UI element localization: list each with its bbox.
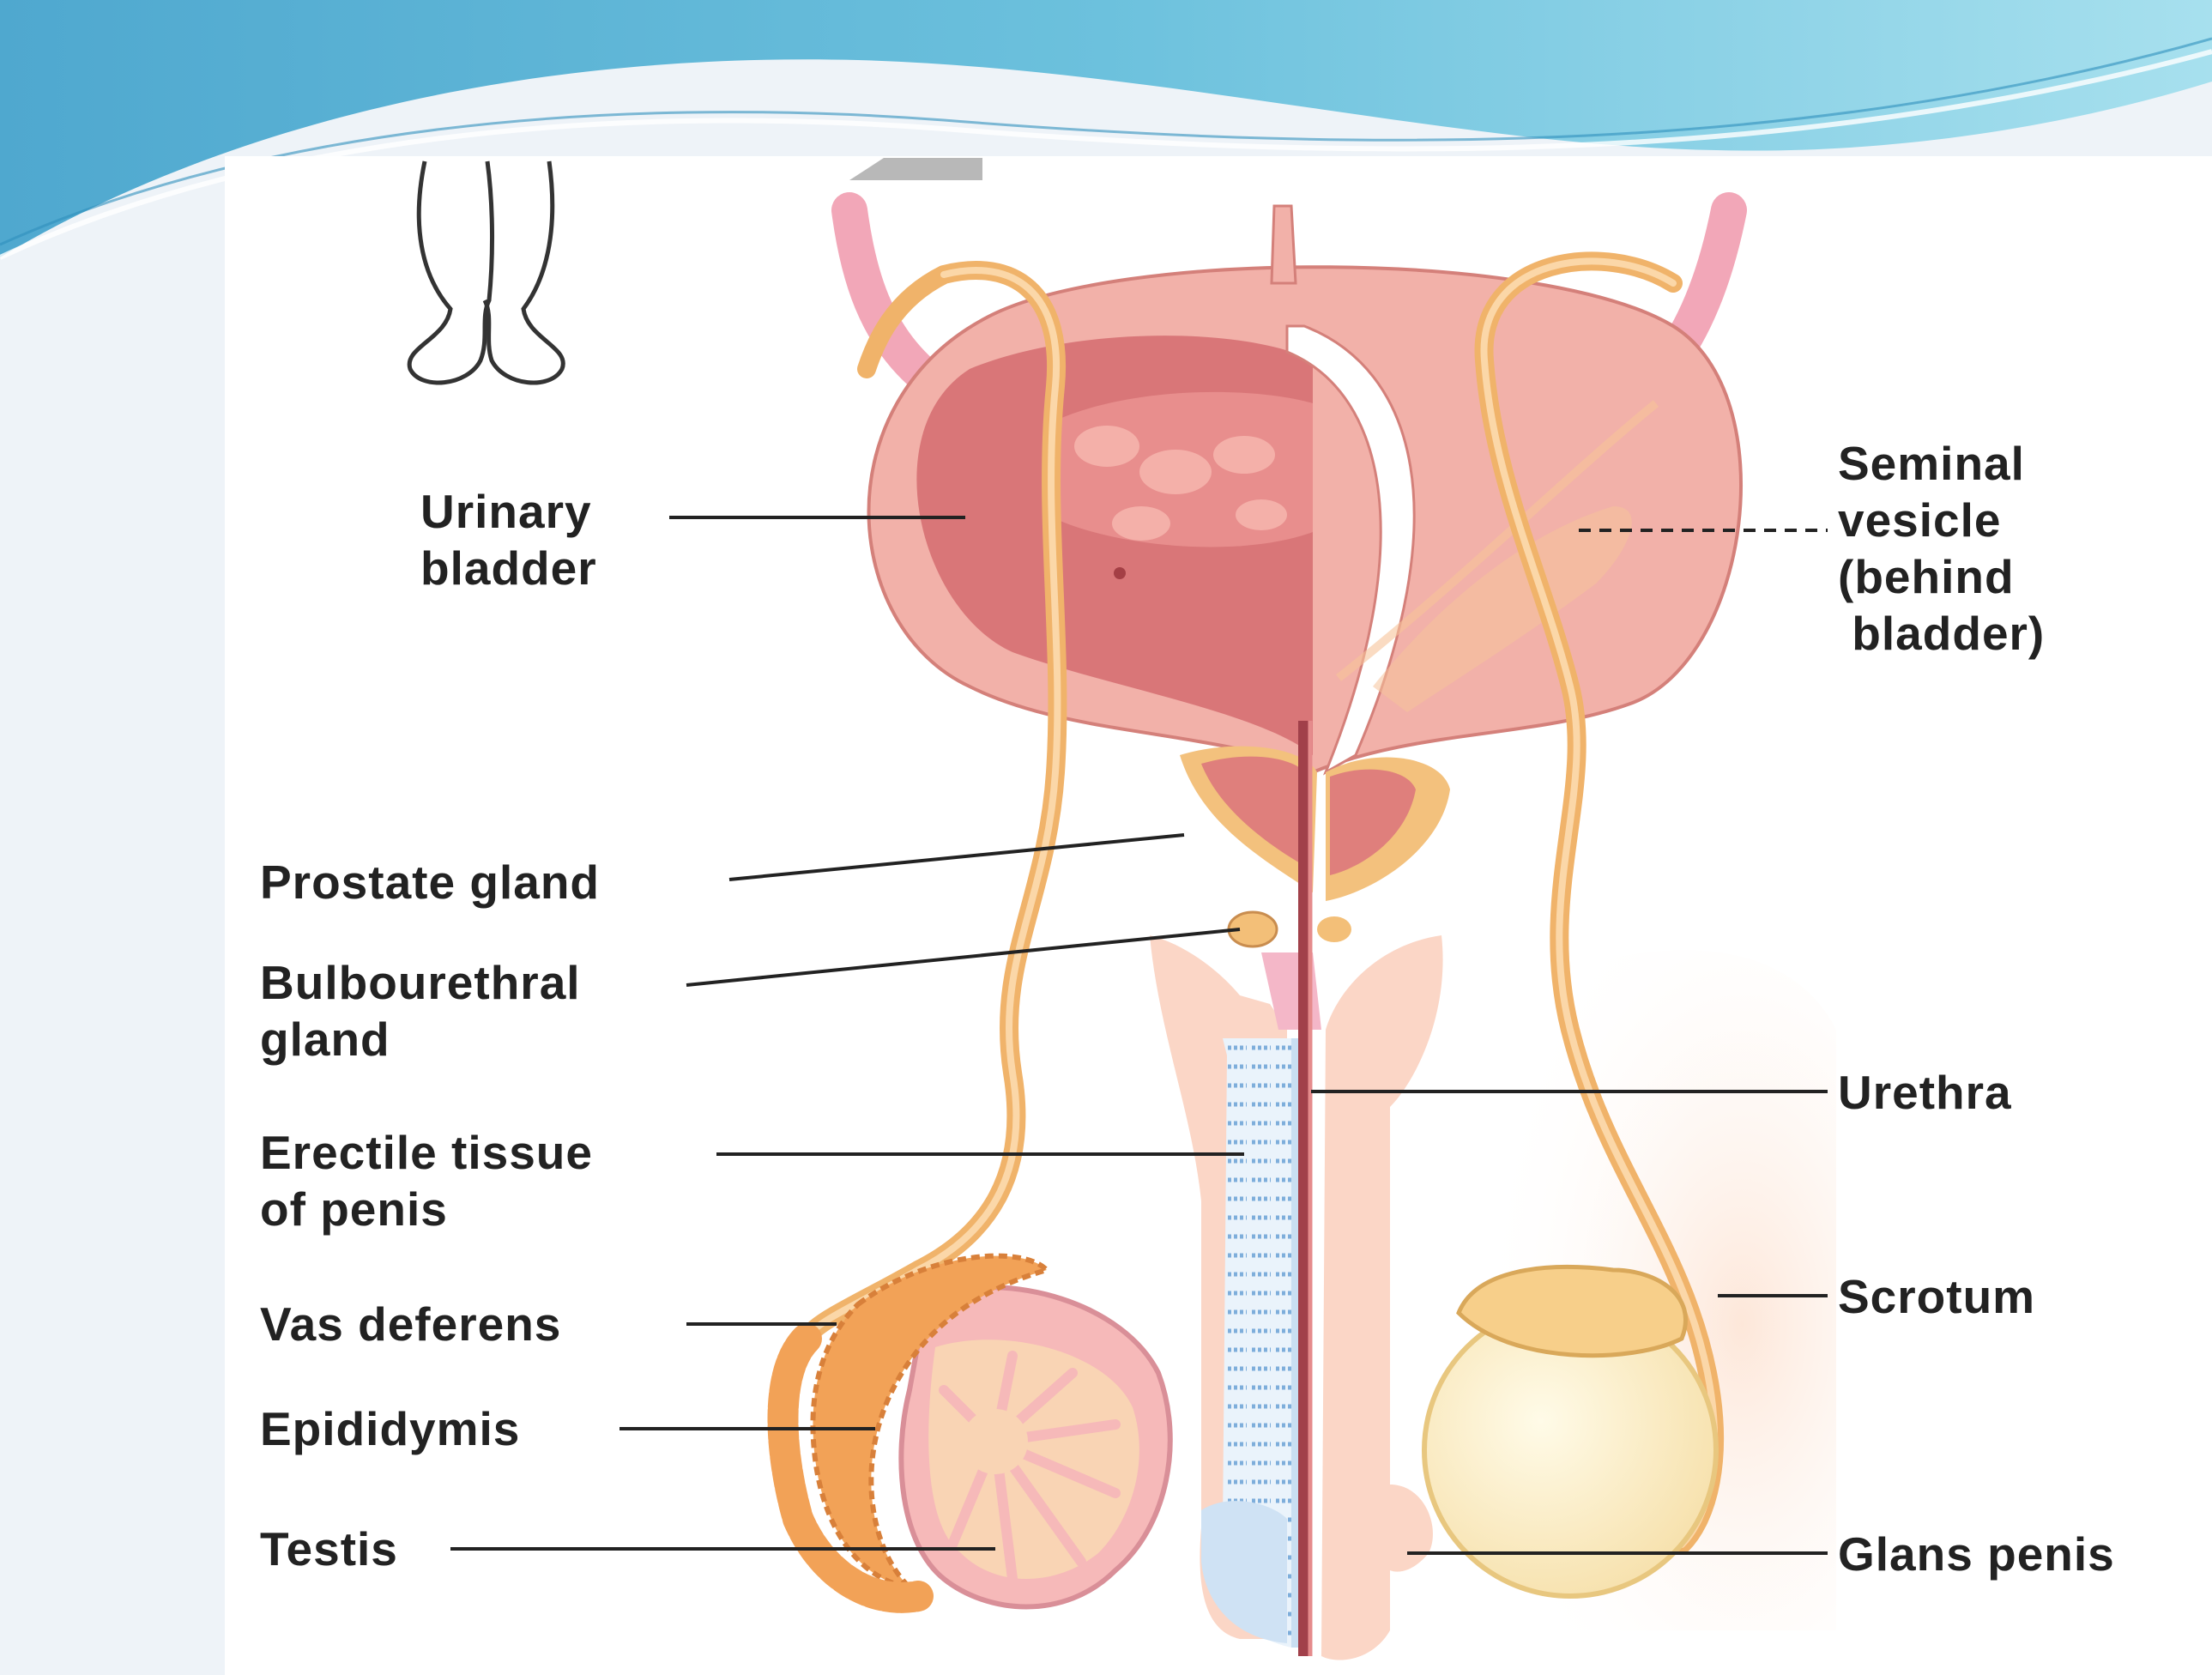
vas-deferens-left-edge	[803, 267, 1061, 1342]
banner-swoosh-2	[0, 37, 2212, 246]
ureter-left	[831, 192, 945, 396]
seminal-vesicle-duct	[1335, 400, 1659, 681]
label-erectile-tissue: Erectile tissue of penis	[260, 1126, 593, 1236]
testis-left	[898, 1285, 1173, 1610]
label-urethra: Urethra	[1838, 1066, 2012, 1119]
seminal-vesicle	[1373, 506, 1632, 712]
label-bulbourethral-gland: Bulbourethral gland	[260, 956, 581, 1066]
leader-prostate-gland	[728, 833, 1185, 881]
testis-right	[1422, 1265, 1719, 1599]
label-urinary-bladder: Urinary bladder	[420, 485, 597, 595]
label-prostate-gland: Prostate gland	[260, 856, 601, 909]
leader-lines	[450, 516, 1828, 1555]
label-scrotum: Scrotum	[1838, 1270, 2036, 1323]
urinary-bladder	[867, 204, 1743, 776]
label-vas-deferens: Vas deferens	[260, 1297, 562, 1351]
penis	[1150, 721, 1443, 1660]
label-seminal-vesicle: Seminal vesicle (behind bladder)	[1838, 437, 2046, 660]
epididymis-left	[767, 1253, 1052, 1613]
label-testis: Testis	[260, 1522, 398, 1575]
label-epididymis: Epididymis	[260, 1402, 521, 1455]
leader-bulbourethral-gland	[686, 928, 1241, 987]
prostate-gland	[1180, 746, 1450, 901]
vas-deferens-right-edge	[1480, 257, 1719, 1548]
grey-tab	[849, 158, 982, 180]
bulbourethral-gland-right	[1317, 916, 1351, 942]
banner	[0, 0, 2212, 257]
orientation-icon	[407, 160, 565, 385]
label-glans-penis: Glans penis	[1838, 1527, 2115, 1581]
